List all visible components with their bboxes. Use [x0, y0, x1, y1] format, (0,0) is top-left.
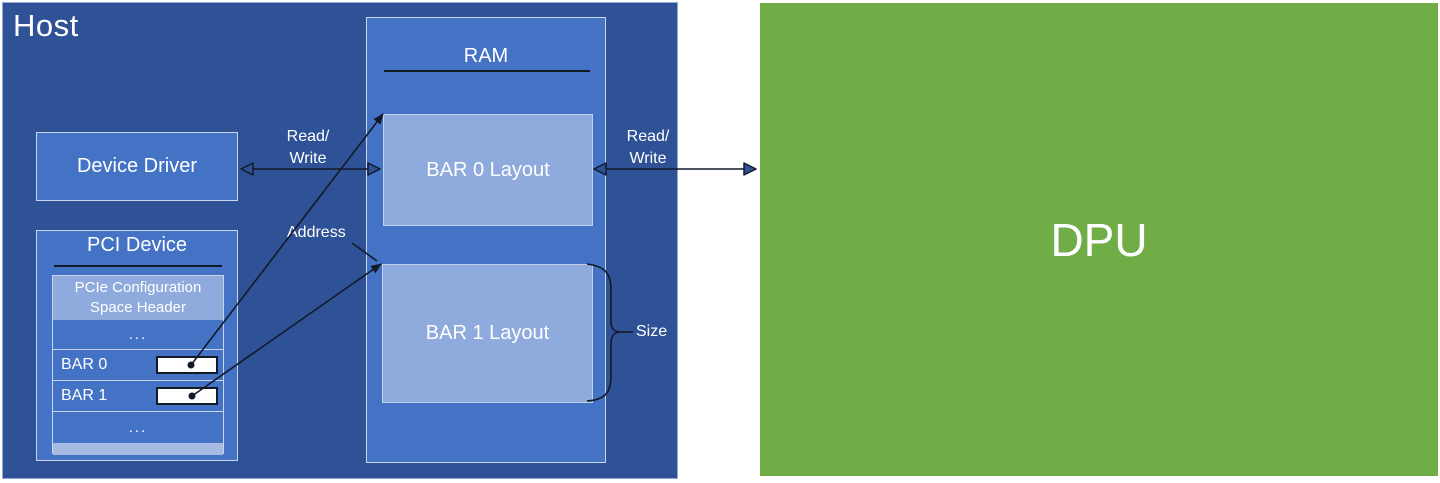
device-driver-label: Device Driver: [76, 155, 198, 177]
ellipsis-label: ...: [128, 419, 148, 436]
pcie-config-header-row: PCIe Configuration Space Header: [53, 276, 223, 320]
bar0-value-box: [156, 356, 218, 374]
ram-title: RAM: [463, 45, 509, 67]
device-driver-box: Device Driver: [36, 132, 238, 201]
pci-device-title: PCI Device: [86, 234, 188, 256]
bar0-register-label: BAR 0: [61, 356, 108, 373]
bar0-layout-box: BAR 0 Layout: [383, 114, 593, 226]
bar0-layout-label: BAR 0 Layout: [426, 158, 550, 181]
read-write-line1: Read/: [626, 128, 670, 145]
read-write-label-dpu: Read/ Write: [606, 126, 690, 170]
pcie-config-header-label: PCIe Configuration Space Header: [74, 279, 202, 316]
bar1-layout-box: BAR 1 Layout: [382, 264, 593, 403]
host-title: Host: [13, 8, 79, 43]
bar1-value-box: [156, 387, 218, 405]
read-write-line2: Write: [289, 150, 327, 167]
bar1-layout-label: BAR 1 Layout: [425, 322, 550, 344]
read-write-label-host: Read/ Write: [266, 126, 350, 170]
ram-title-underline: [384, 70, 590, 72]
pci-device-title-underline: [54, 265, 222, 267]
read-write-line2: Write: [629, 150, 667, 167]
dpu-box: DPU: [760, 3, 1438, 476]
footer-strip-row: [53, 443, 223, 455]
ellipsis-label: ...: [128, 326, 148, 343]
bar1-register-label: BAR 1: [61, 387, 108, 404]
size-label: Size: [636, 323, 668, 340]
dpu-label: DPU: [1050, 213, 1148, 266]
bar0-register-row: BAR 0: [53, 350, 223, 381]
bar1-register-row: BAR 1: [53, 381, 223, 412]
ellipsis-row: ...: [53, 412, 223, 443]
ellipsis-row: ...: [53, 320, 223, 350]
pci-device-box: PCI Device PCIe Configuration Space Head…: [36, 230, 238, 461]
pci-config-stack: PCIe Configuration Space Header ... BAR …: [52, 275, 224, 455]
arrowhead-right-icon: [743, 162, 757, 176]
ram-box: RAM BAR 0 Layout BAR 1 Layout: [366, 17, 606, 463]
address-label: Address: [287, 224, 346, 241]
read-write-line1: Read/: [286, 128, 330, 145]
